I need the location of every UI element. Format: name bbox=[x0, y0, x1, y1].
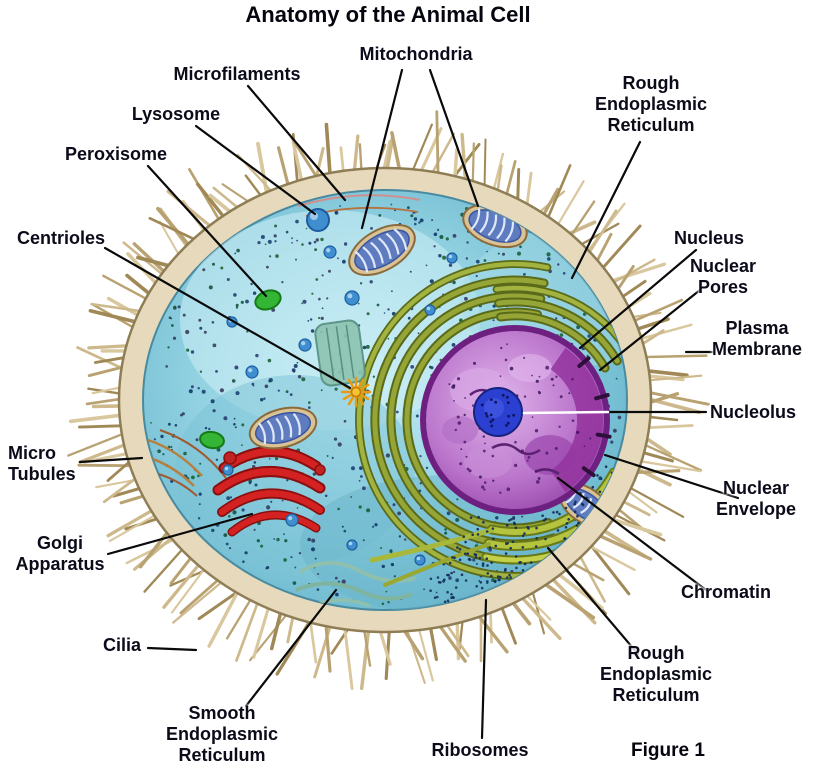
leader-nucleus bbox=[578, 248, 698, 350]
leader-mitochondria-2 bbox=[428, 68, 480, 208]
rough-endoplasmic-reticulum-left bbox=[355, 260, 568, 580]
label-nuclear-envelope: Nuclear Envelope bbox=[715, 478, 797, 520]
nucleolus bbox=[473, 387, 523, 437]
label-micro-tubules: Micro Tubules bbox=[8, 443, 76, 485]
label-smooth-er: Smooth Endoplasmic Reticulum bbox=[165, 703, 279, 766]
label-rough-er-top: Rough Endoplasmic Reticulum bbox=[594, 73, 708, 136]
label-mitochondria: Mitochondria bbox=[359, 44, 473, 64]
leader-nuclear-envelope bbox=[603, 453, 740, 500]
leader-cilia bbox=[146, 646, 198, 652]
label-ribosomes: Ribosomes bbox=[431, 740, 529, 760]
vesicles bbox=[222, 245, 458, 566]
centrioles bbox=[340, 376, 372, 408]
label-lysosome: Lysosome bbox=[131, 104, 221, 124]
label-chromatin: Chromatin bbox=[681, 582, 771, 602]
label-cilia: Cilia bbox=[102, 635, 142, 655]
nucleus bbox=[420, 325, 612, 515]
golgi-apparatus bbox=[212, 446, 326, 537]
label-microfilaments: Microfilaments bbox=[173, 64, 301, 84]
leader-rough-er-top bbox=[570, 140, 642, 280]
label-peroxisome: Peroxisome bbox=[64, 144, 168, 164]
figure-caption: Figure 1 bbox=[631, 740, 705, 761]
leader-centrioles bbox=[103, 246, 352, 390]
label-plasma-membrane: Plasma Membrane bbox=[711, 318, 803, 360]
leader-nucleolus-inner bbox=[522, 410, 610, 415]
label-nucleolus: Nucleolus bbox=[709, 402, 797, 422]
leader-rough-er-bottom bbox=[546, 546, 640, 656]
leader-lines bbox=[78, 68, 740, 740]
leader-lysosome bbox=[194, 124, 317, 216]
label-nuclear-pores: Nuclear Pores bbox=[689, 256, 757, 298]
rough-endoplasmic-reticulum-top bbox=[492, 284, 627, 373]
leader-ribosomes bbox=[480, 598, 488, 740]
leader-microfilaments bbox=[246, 84, 347, 202]
nucleus-dark-crescent bbox=[550, 347, 604, 493]
leader-mitochondria-1 bbox=[360, 68, 404, 230]
central-stack-organelle bbox=[314, 319, 366, 387]
lysosome bbox=[306, 208, 330, 232]
leader-golgi-apparatus bbox=[106, 512, 254, 556]
nuclear-pores bbox=[577, 356, 612, 478]
label-centrioles: Centrioles bbox=[16, 228, 106, 248]
label-golgi-apparatus: Golgi Apparatus bbox=[15, 533, 105, 575]
label-rough-er-bottom: Rough Endoplasmic Reticulum bbox=[599, 643, 713, 706]
label-nucleus: Nucleus bbox=[673, 228, 745, 248]
leader-nuclear-pores bbox=[598, 288, 702, 372]
diagram-title: Anatomy of the Animal Cell bbox=[245, 2, 531, 27]
leader-chromatin bbox=[556, 476, 708, 592]
leader-peroxisome bbox=[146, 164, 268, 298]
leader-smooth-er bbox=[244, 588, 338, 708]
leader-micro-tubules bbox=[78, 456, 144, 464]
peroxisome bbox=[199, 289, 282, 450]
